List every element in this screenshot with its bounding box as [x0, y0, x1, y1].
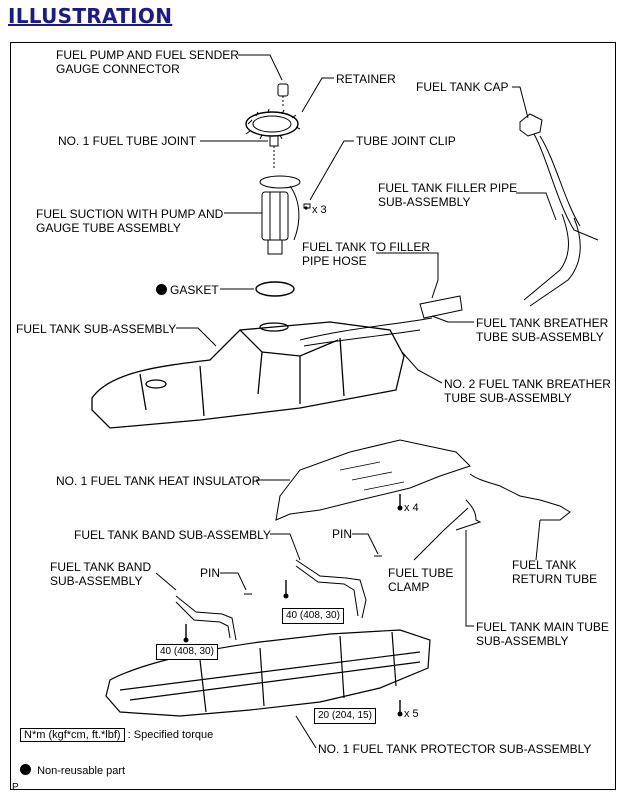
leader-pin-right — [352, 533, 379, 555]
legend-torque-unit: N*m (kgf*cm, ft.*lbf) — [20, 728, 125, 742]
tube-joint-clip — [303, 203, 311, 209]
leader-no2-breather — [401, 351, 443, 384]
leader-pump-connector — [238, 54, 283, 81]
fuel-tank-body — [91, 321, 405, 429]
leader-breather — [431, 315, 474, 323]
qty-insulator: x 4 — [404, 502, 419, 514]
label-tube-joint: NO. 1 FUEL TUBE JOINT — [58, 134, 197, 148]
leader-retainer — [301, 77, 334, 113]
label-pin-left: PIN — [200, 566, 221, 580]
label-tube-joint-clip: TUBE JOINT CLIP — [356, 134, 456, 148]
label-no2-breather: NO. 2 FUEL TANK BREATHER TUBE SUB-ASSEMB… — [444, 377, 611, 405]
heat-insulator — [275, 439, 471, 521]
leader-filler-hose — [376, 252, 439, 299]
label-protector: NO. 1 FUEL TANK PROTECTOR SUB-ASSEMBLY — [318, 742, 592, 756]
band-left — [175, 595, 237, 641]
fuel-pump-assembly — [259, 175, 301, 255]
leader-clip — [309, 140, 354, 201]
footer-code: P — [12, 782, 19, 793]
leader-return-tube — [535, 519, 541, 561]
qty-protector: x 5 — [404, 708, 419, 720]
label-filler-hose: FUEL TANK TO FILLER PIPE HOSE — [302, 240, 431, 268]
label-pin-right: PIN — [332, 527, 353, 541]
nonreusable-dot-icon — [20, 764, 31, 775]
label-heat-insulator: NO. 1 FUEL TANK HEAT INSULATOR — [56, 474, 261, 488]
legend-nonreusable-text: Non-reusable part — [37, 765, 126, 777]
label-band-right: FUEL TANK BAND SUB-ASSEMBLY — [74, 528, 271, 542]
label-filler-pipe: FUEL TANK FILLER PIPE SUB-ASSEMBLY — [378, 181, 518, 209]
label-band-left: FUEL TANK BAND SUB-ASSEMBLY — [50, 560, 152, 588]
label-breather-tube: FUEL TANK BREATHER TUBE SUB-ASSEMBLY — [476, 316, 609, 344]
legend-torque: N*m (kgf*cm, ft.*lbf) : Specified torque — [20, 728, 213, 742]
tank-protector — [105, 629, 431, 717]
qty-clip: x 3 — [312, 204, 327, 216]
leader-band-right — [270, 533, 301, 561]
legend-torque-desc: : Specified torque — [127, 729, 214, 741]
torque-protector: 20 (204, 15) — [314, 708, 376, 724]
filler-hose — [419, 295, 463, 319]
label-tank-sub: FUEL TANK SUB-ASSEMBLY — [16, 322, 177, 336]
band-right — [295, 559, 367, 619]
leader-tank-sub — [176, 327, 217, 347]
page-title: ILLUSTRATION — [8, 4, 173, 28]
leader-protector — [295, 715, 317, 749]
pump-connector — [277, 83, 289, 97]
leader-clamp — [413, 507, 469, 561]
legend-nonreusable: Non-reusable part — [20, 764, 125, 778]
torque-band-right: 40 (408, 30) — [282, 608, 344, 624]
leader-pin-left — [220, 572, 247, 591]
return-tube — [469, 473, 571, 521]
gasket-ring — [255, 281, 295, 297]
label-pump-connector: FUEL PUMP AND FUEL SENDER GAUGE CONNECTO… — [56, 48, 239, 76]
torque-band-left: 40 (408, 30) — [156, 644, 218, 660]
label-suction-pump: FUEL SUCTION WITH PUMP AND GAUGE TUBE AS… — [36, 207, 224, 235]
label-tube-clamp: FUEL TUBE CLAMP — [388, 566, 454, 594]
breather-tube — [299, 317, 433, 347]
leader-tank-cap — [512, 86, 529, 119]
label-return-tube: FUEL TANK RETURN TUBE — [512, 558, 598, 586]
illustration-frame — [10, 42, 616, 790]
leader-main-tube — [465, 530, 474, 627]
tube-joint — [269, 135, 279, 147]
nonreusable-dot-icon — [156, 284, 167, 295]
leader-filler-pipe — [516, 192, 557, 221]
fuel-tank-cap — [519, 113, 543, 137]
filler-pipe — [523, 133, 599, 307]
leader-band-left — [155, 572, 177, 591]
label-tank-cap: FUEL TANK CAP — [416, 80, 509, 94]
main-tube — [455, 499, 482, 531]
gasket-text: GASKET — [170, 283, 219, 297]
label-main-tube: FUEL TANK MAIN TUBE SUB-ASSEMBLY — [476, 620, 609, 648]
label-retainer: RETAINER — [336, 72, 396, 86]
label-gasket: GASKET — [156, 283, 219, 297]
